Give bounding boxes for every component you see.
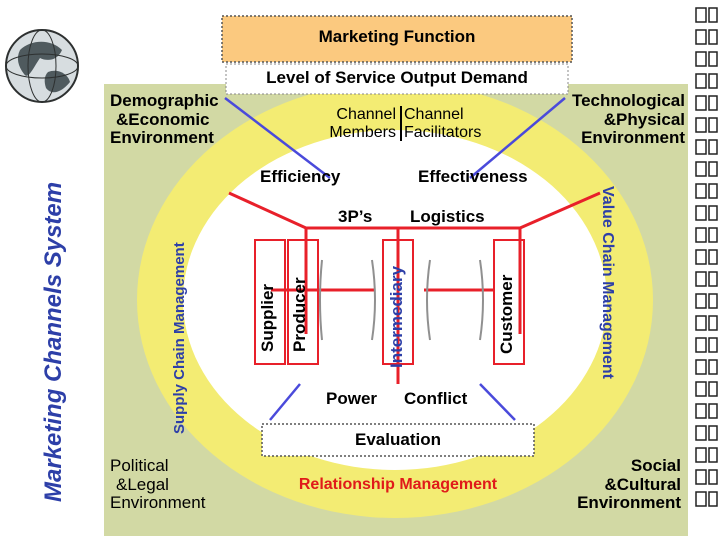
producer-box	[287, 239, 319, 365]
customer-box	[493, 239, 525, 365]
channel-facilitators-line: Channel	[404, 106, 464, 123]
effectiveness-label: Effectiveness	[418, 167, 528, 186]
intermediary-box	[382, 239, 414, 365]
env-line: &Legal	[116, 474, 169, 494]
social-environment: Social &Cultural Environment	[545, 456, 682, 513]
decorative-edge-pattern	[695, 7, 718, 507]
env-line: &Economic	[116, 109, 210, 129]
env-line: Environment	[110, 128, 214, 148]
evaluation-banner	[261, 423, 535, 457]
logistics-label: Logistics	[410, 207, 485, 226]
relationship-management-label: Relationship Management	[298, 476, 498, 493]
env-line: Environment	[110, 493, 206, 513]
producer-label: Producer	[290, 277, 309, 352]
customer-label: Customer	[497, 274, 516, 354]
service-output-banner	[225, 63, 569, 95]
env-line: Environment	[577, 493, 681, 513]
service-output-label: Level of Service Output Demand	[266, 68, 528, 87]
env-line: Social	[630, 456, 681, 475]
marketing-function-title: Marketing Function	[318, 27, 476, 46]
env-line: Political	[110, 456, 169, 475]
threeps-label: 3P’s	[338, 207, 373, 226]
flow-lines	[319, 259, 484, 341]
env-line: &Cultural	[604, 474, 682, 494]
channel-members-label: Channel Members	[298, 106, 402, 142]
marketing-function-banner	[221, 15, 573, 63]
power-label: Power	[326, 389, 378, 408]
env-line: &Physical	[603, 109, 685, 129]
env-line: Environment	[581, 128, 685, 148]
supplier-label: Supplier	[258, 283, 277, 352]
right-blue-connector	[469, 97, 566, 179]
efficiency-label: Efficiency	[260, 167, 341, 186]
env-line: Technological	[571, 91, 685, 110]
intermediary-label: Intermediary	[387, 265, 406, 368]
channel-members-line: Members	[329, 123, 396, 141]
value-chain-label: Value Chain Management	[599, 186, 616, 379]
evaluation-label: Evaluation	[355, 430, 441, 449]
env-line: Demographic	[110, 91, 219, 110]
channel-members-line: Channel	[336, 106, 396, 123]
conflict-label: Conflict	[404, 389, 468, 408]
globe-icon	[5, 29, 79, 103]
supply-chain-label: Supply Chain Management	[171, 242, 188, 434]
left-blue-connector	[224, 97, 331, 179]
red-connectors	[228, 191, 601, 384]
conflict-connector	[479, 383, 516, 421]
technological-environment: Technological &Physical Environment	[545, 91, 685, 148]
political-environment: Political &Legal Environment	[110, 456, 206, 513]
demographic-environment: Demographic &Economic Environment	[110, 91, 219, 148]
channel-facilitators-line: Facilitators	[404, 123, 482, 141]
marketing-channels-system-label: Marketing Channels System	[40, 181, 67, 502]
supplier-box	[254, 239, 286, 365]
channel-facilitators-label: Channel Facilitators	[404, 106, 481, 141]
power-connector	[269, 383, 301, 421]
inner-circle	[183, 130, 607, 470]
